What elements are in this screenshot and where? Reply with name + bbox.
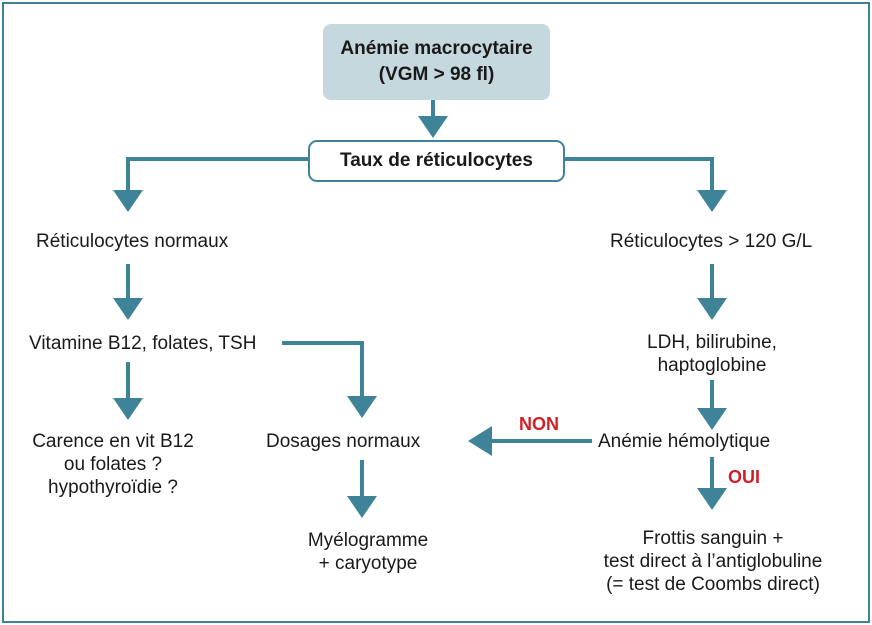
- node-dosages-normaux: Dosages normaux: [266, 431, 421, 452]
- node-vitamine: Vitamine B12, folates, TSH: [29, 333, 257, 354]
- node-myelogramme: Myélogramme + caryotype: [308, 529, 428, 575]
- arrowhead-anemie: [697, 408, 727, 430]
- label-oui: OUI: [728, 467, 761, 487]
- node-reti-high: Réticulocytes > 120 G/L: [610, 231, 813, 252]
- arrowhead-myelo: [347, 496, 377, 518]
- ldh-line-2: haptoglobine: [657, 355, 767, 376]
- arrowhead-vitamine: [113, 298, 143, 320]
- carence-line-3: hypothyroïdie ?: [48, 477, 178, 498]
- carence-line-2: ou folates ?: [63, 454, 163, 475]
- arrowhead-high: [697, 190, 727, 212]
- frottis-line-1: Frottis sanguin +: [642, 528, 784, 549]
- arrowhead-ldh: [697, 298, 727, 320]
- arrowhead-normal: [113, 190, 143, 212]
- title-box: Anémie macrocytaire (VGM > 98 fl): [323, 24, 550, 100]
- node-anemie-hemolytique: Anémie hémolytique: [598, 431, 771, 452]
- arrowhead-carence: [113, 398, 143, 420]
- reticulocytes-label: Taux de réticulocytes: [340, 150, 533, 171]
- reticulocytes-box: Taux de réticulocytes: [308, 140, 565, 182]
- ldh-line-1: LDH, bilirubine,: [647, 332, 777, 353]
- connector-vitamine-to-dosages: [282, 341, 364, 404]
- myelo-line-1: Myélogramme: [307, 530, 429, 551]
- myelo-line-2: + caryotype: [318, 553, 418, 574]
- node-reti-normaux: Réticulocytes normaux: [36, 231, 229, 252]
- node-frottis: Frottis sanguin + test direct à l’antigl…: [604, 527, 823, 596]
- node-ldh: LDH, bilirubine, haptoglobine: [647, 331, 777, 377]
- node-carence: Carence en vit B12 ou folates ? hypothyr…: [32, 430, 194, 499]
- arrowhead-frottis: [697, 488, 727, 510]
- frottis-line-3: (= test de Coombs direct): [606, 574, 820, 595]
- title-line-2: (VGM > 98 fl): [378, 64, 495, 85]
- arrowhead-dosages: [347, 396, 377, 418]
- frottis-line-2: test direct à l’antiglobuline: [603, 551, 823, 572]
- label-non: NON: [519, 414, 559, 434]
- arrowhead-non: [468, 426, 492, 456]
- connector-reti-to-normal: [126, 157, 308, 198]
- title-line-1: Anémie macrocytaire: [340, 38, 533, 59]
- connector-reti-to-high: [565, 157, 714, 198]
- carence-line-1: Carence en vit B12: [32, 431, 194, 452]
- arrowhead-title: [418, 116, 448, 138]
